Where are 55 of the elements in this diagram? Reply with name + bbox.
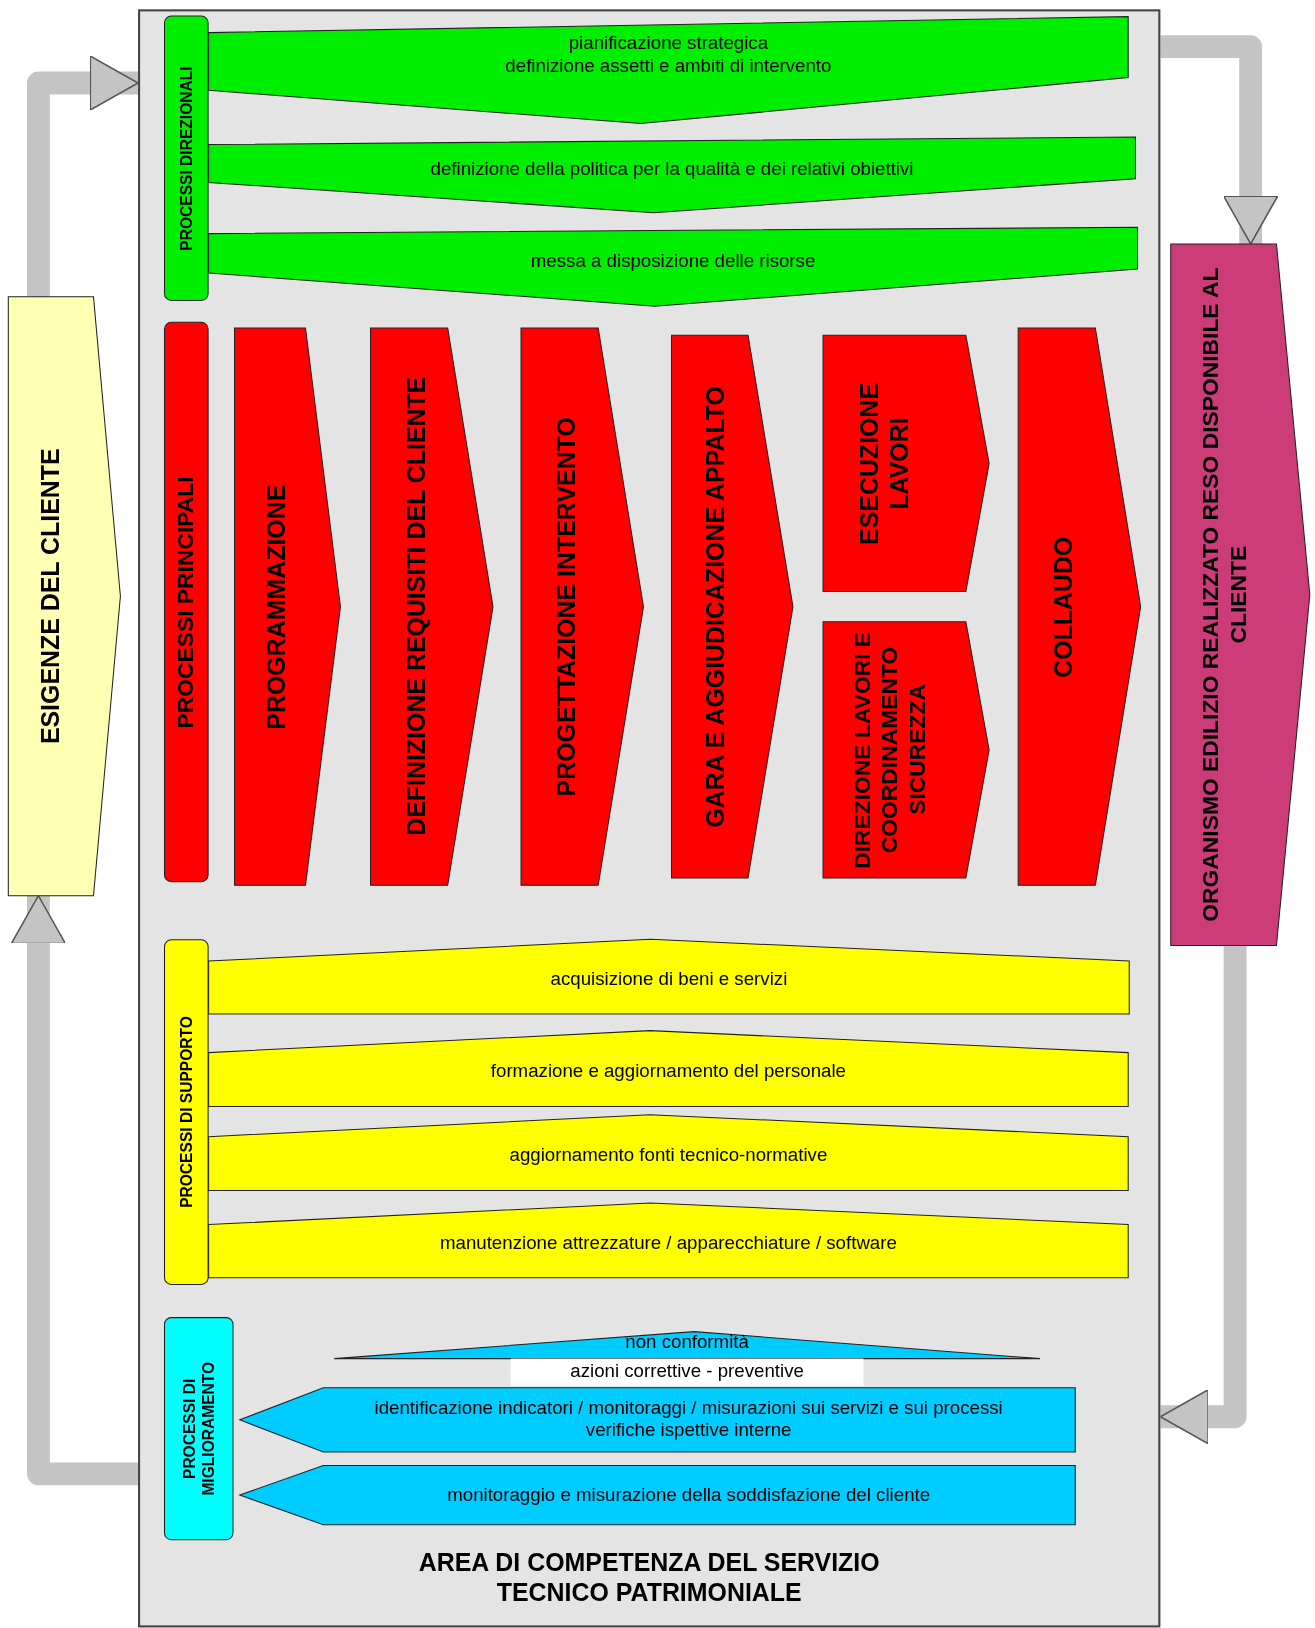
arrow: [27, 55, 139, 297]
process-banner: [239, 1387, 1076, 1452]
process-label: definizione della politica per la qualità e dei relativi obiettivi: [430, 158, 914, 181]
area-title: AREA DI COMPETENZA DEL SERVIZIO TECNICO PATRIMONIALE: [417, 1548, 881, 1609]
process-title: PROGETTAZIONE INTERVENTO: [551, 417, 581, 797]
process-step-box: [234, 328, 341, 886]
input-chevron: [8, 296, 121, 896]
process-banner: [208, 137, 1136, 213]
process-banner: [208, 1202, 1129, 1278]
process-label: formazione e aggiornamento del personale: [490, 1060, 846, 1083]
process-step-box: [823, 335, 990, 592]
process-step-box: [521, 328, 644, 886]
process-label: pianificazione strategica: [568, 32, 769, 55]
process-banner: [208, 1030, 1129, 1107]
group-label-box: [164, 1317, 234, 1541]
process-title: PROGRAMMAZIONE: [262, 484, 292, 730]
output-chevron: [1170, 243, 1310, 946]
process-banner: [208, 16, 1129, 124]
process-title: PROCESSI DIREZIONALI: [176, 66, 196, 251]
process-title: DEFINIZIONE REQUISITI DEL CLIENTE: [401, 377, 431, 837]
process-step-box: [671, 335, 793, 879]
process-title: ORGANISMO EDILIZIO REALIZZATO RESO DISPONIBILE AL CLIENTE: [1197, 266, 1252, 924]
process-label: identificazione indicatori / monitoraggi / misurazioni sui servizi e sui processi: [374, 1397, 1003, 1420]
process-label: definizione assetti e ambiti di intervento: [505, 54, 832, 77]
process-label: manutenzione attrezzature / apparecchiature / software: [439, 1232, 897, 1255]
process-title: ESECUZIONE LAVORI: [855, 381, 915, 547]
process-label: azioni correttive - preventive: [570, 1361, 804, 1384]
group-label-box: [164, 15, 209, 301]
group-label-box: [164, 321, 209, 883]
area-panel: [138, 9, 1161, 1628]
process-title: PROCESSI PRINCIPALI: [172, 475, 200, 728]
process-label: acquisizione di beni e servizi: [550, 968, 788, 991]
process-title: PROCESSI DI MIGLIORAMENTO: [180, 1360, 218, 1498]
group-label-box: [164, 939, 209, 1285]
process-banner: [208, 227, 1138, 307]
process-banner: [239, 1465, 1076, 1525]
arrow: [1160, 35, 1279, 245]
process-title: DIREZIONE LAVORI E COORDINAMENTO SICUREZZA: [849, 630, 932, 871]
process-step-box: [1018, 328, 1141, 886]
process-banner: [208, 1114, 1129, 1191]
process-title: PROCESSI DI SUPPORTO: [176, 1016, 196, 1208]
process-banner: [334, 1331, 1040, 1386]
process-title: GARA E AGGIUDICAZIONE APPALTO: [701, 385, 731, 828]
arrow: [1159, 945, 1247, 1445]
process-step-box: [823, 621, 990, 879]
arrow: [10, 894, 139, 1486]
process-label: monitoraggio e misurazione della soddisfazione del cliente: [447, 1483, 931, 1507]
process-banner: [208, 939, 1130, 1015]
process-title: COLLAUDO: [1048, 536, 1078, 678]
process-label: messa a disposizione delle risorse: [530, 250, 816, 273]
process-step-box: [370, 328, 493, 886]
process-label: aggiornamento fonti tecnico-normative: [509, 1144, 828, 1167]
process-label: non conformità: [625, 1331, 749, 1355]
process-title: ESIGENZE DEL CLIENTE: [35, 448, 65, 745]
process-label: verifiche ispettive interne: [585, 1419, 792, 1443]
